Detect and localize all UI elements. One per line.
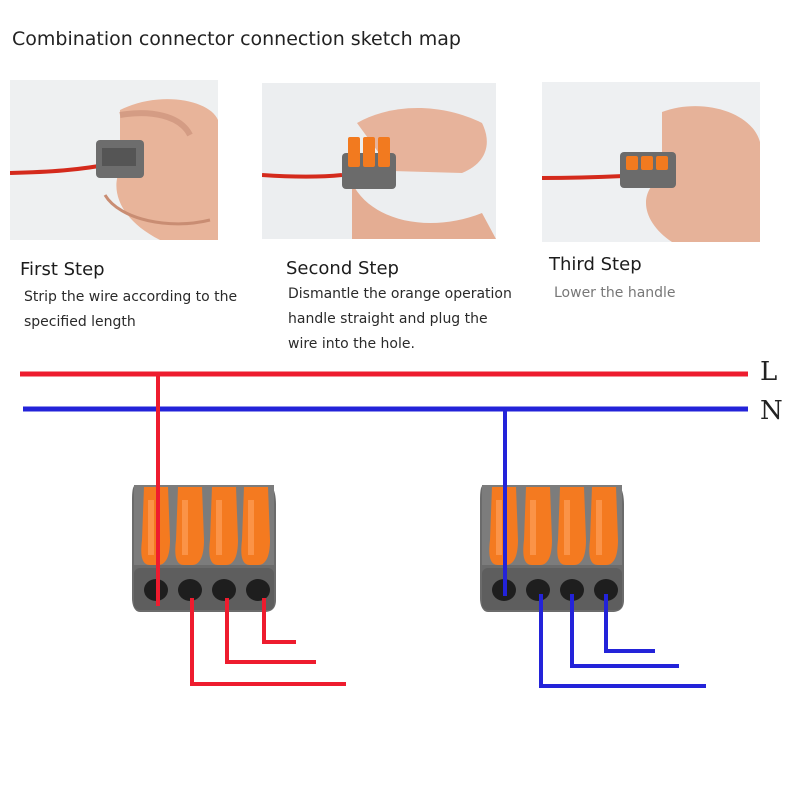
step-2-title: Second Step xyxy=(286,258,399,279)
lever-1 xyxy=(141,487,170,565)
port-4 xyxy=(246,579,270,601)
live-wire-4 xyxy=(262,598,296,644)
lever-3 xyxy=(209,487,238,565)
lever-2 xyxy=(523,487,552,565)
port-3 xyxy=(212,579,236,601)
step-1-description: Strip the wire according to the specifie… xyxy=(24,289,238,330)
connector-2 xyxy=(480,485,624,612)
port-2 xyxy=(178,579,202,601)
neutral-wire-2 xyxy=(539,594,706,688)
live-wire-2 xyxy=(190,598,346,686)
lever-3 xyxy=(557,487,586,565)
step-3-description: Lower the handle xyxy=(554,285,676,301)
live-wire-3 xyxy=(225,598,316,664)
neutral-wire-4 xyxy=(604,594,655,653)
step-2-description: Dismantle the orange operation handle st… xyxy=(288,286,512,352)
step-1-title: First Step xyxy=(20,259,105,280)
connector-1 xyxy=(132,485,276,612)
step-1-photo xyxy=(10,80,218,240)
port-2 xyxy=(526,579,550,601)
neutral-line-label: N xyxy=(760,396,783,426)
port-4 xyxy=(594,579,618,601)
page-title: Combination connector connection sketch … xyxy=(12,28,461,50)
live-line-label: L xyxy=(760,357,778,387)
step-3-title: Third Step xyxy=(549,254,642,275)
lever-4 xyxy=(241,487,270,565)
step-2-photo xyxy=(262,83,496,239)
neutral-wire-3 xyxy=(570,594,679,668)
lever-2 xyxy=(175,487,204,565)
port-3 xyxy=(560,579,584,601)
lever-4 xyxy=(589,487,618,565)
step-3-photo xyxy=(542,82,760,242)
